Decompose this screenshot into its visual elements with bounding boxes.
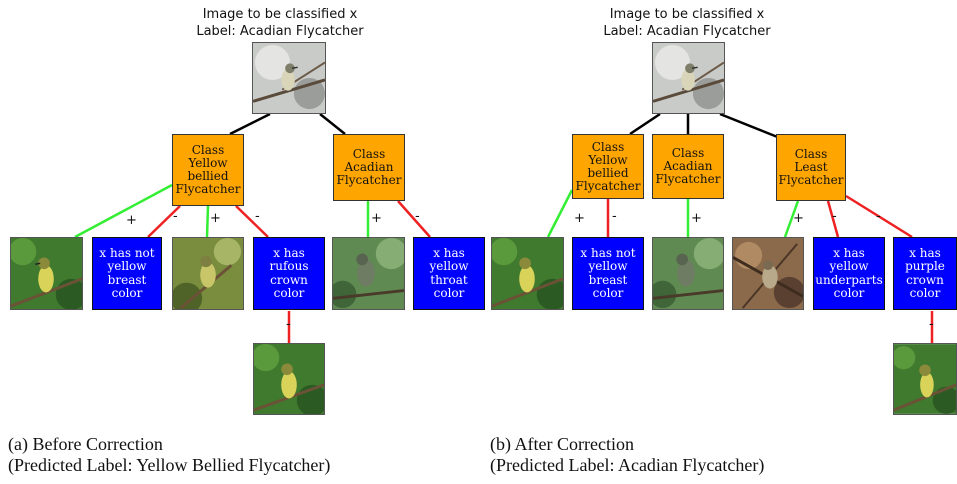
sign-plus-b2: + [691,211,702,226]
edge-pos-a1 [74,183,173,239]
sign-plus-b1: + [574,211,585,226]
sign-minus-b1: - [612,209,617,224]
sign-minus-a3: - [415,209,420,224]
bird-image-a1 [10,237,83,310]
edge-root-to-yellow-a [229,112,271,136]
sign-minus-a2: - [255,209,260,224]
edge-pos-b1 [546,189,574,238]
sign-plus-a1: + [126,213,137,228]
panel-a-title: Image to be classified x Label: Acadian … [196,7,364,39]
caption-b: (b) After Correction (Predicted Label: A… [490,434,765,475]
sign-plus-b3: + [793,211,804,226]
bird-image-a2 [172,237,244,310]
sign-minus-a4: - [286,317,291,332]
edge-neg-a1 [147,205,181,238]
edge-root-to-least-b [719,112,781,140]
root-bird-image-b [652,42,725,114]
edge-pos-a2 [205,205,210,238]
sign-plus-a2: + [210,211,221,226]
edge-neg-b3 [826,200,840,238]
sign-minus-b4: - [876,209,881,224]
edge-pos-b3 [783,200,800,238]
bird-image-a3 [332,237,405,310]
bird-image-b4 [893,343,957,415]
sign-minus-b3: - [832,209,837,224]
panel-b-title: Image to be classified x Label: Acadian … [603,7,771,39]
sign-plus-a3: + [371,211,382,226]
bird-image-b3 [732,237,804,310]
edge-root-to-yellow-b [629,112,661,136]
bird-image-a4 [253,343,325,415]
caption-a: (a) Before Correction (Predicted Label: … [8,434,331,475]
edge-neg-a3 [397,200,431,238]
sign-minus-a1: - [173,209,178,224]
edge-neg-a2 [235,205,269,238]
root-bird-image-a [252,42,326,114]
bird-image-b1 [491,237,564,310]
edge-root-to-acadian-a [319,113,346,135]
sign-minus-b5: - [929,317,934,332]
edge-neg-b4 [845,194,913,239]
bird-image-b2 [652,237,724,310]
